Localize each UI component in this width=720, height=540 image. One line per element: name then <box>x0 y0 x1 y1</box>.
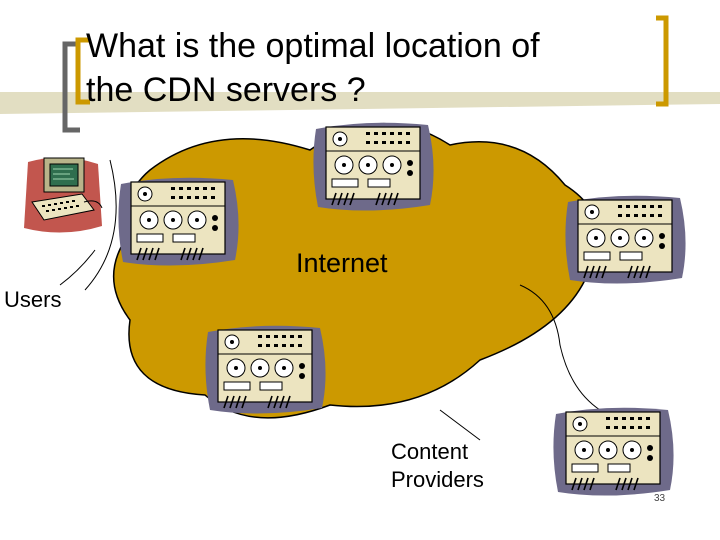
computer-connector <box>59 249 96 286</box>
content-connector <box>519 284 601 411</box>
slide-title: What is the optimal location of the CDN … <box>86 24 646 112</box>
tape-drive-server-icon <box>113 172 243 270</box>
tape-drive-server-icon <box>548 402 678 500</box>
slide-title-line-1: What is the optimal location of <box>86 27 540 65</box>
slide-title-line-2: the CDN servers ? <box>86 71 366 109</box>
content-label-connector <box>439 409 481 441</box>
slide-number: 33 <box>654 493 666 504</box>
tape-drive-server-icon <box>308 117 438 215</box>
header-band <box>0 92 720 114</box>
content-providers-line-1: Content <box>391 439 469 464</box>
title-bracket-left <box>75 37 90 105</box>
content-providers-line-2: Providers <box>391 467 484 492</box>
users-label: Users <box>4 287 62 312</box>
content-providers-label: Content Providers <box>391 438 484 494</box>
tape-drive-server-icon <box>560 190 690 288</box>
left-bracket <box>62 41 80 133</box>
computer-terminal-icon <box>24 157 103 233</box>
internet-label: Internet <box>296 248 388 278</box>
tape-drive-server-icon <box>200 320 330 418</box>
users-connector <box>84 159 117 291</box>
title-bracket-right <box>656 15 669 107</box>
